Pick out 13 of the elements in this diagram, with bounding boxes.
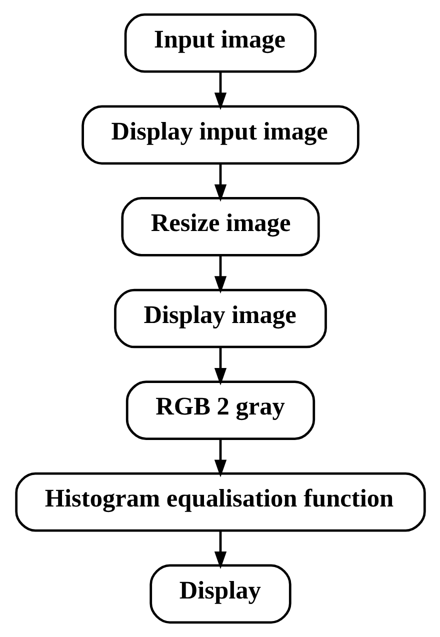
node-box: Display image: [114, 288, 326, 348]
node-box: Display: [149, 564, 291, 624]
arrow: [214, 72, 226, 110]
node-box: Input image: [124, 13, 316, 73]
node-box: Display input image: [81, 105, 359, 165]
node-box: Resize image: [120, 197, 320, 256]
node-box: RGB 2 gray: [125, 380, 315, 440]
arrow: [214, 530, 226, 569]
node-box: Histogram equalisation function: [14, 472, 426, 532]
arrow: [214, 164, 226, 202]
arrow: [214, 347, 226, 386]
arrow: [214, 255, 226, 294]
arrow: [214, 438, 226, 478]
